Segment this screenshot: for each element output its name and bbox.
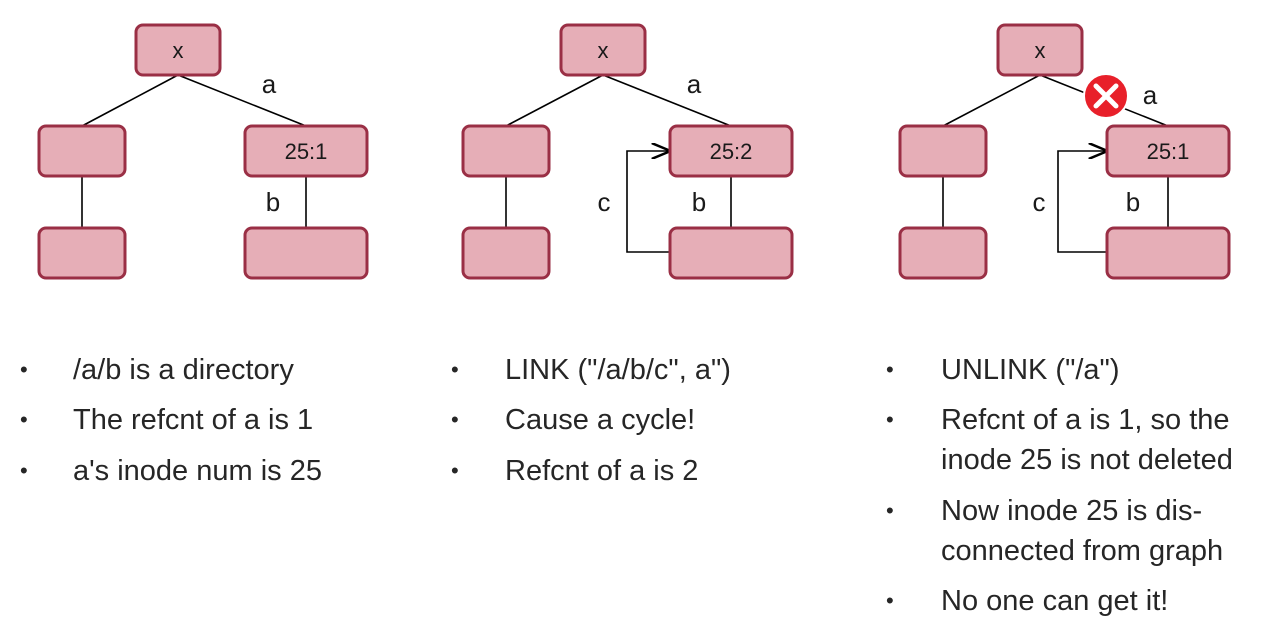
node-a-label: 25:2	[710, 139, 753, 164]
bullet-item: Refcnt of a is 2	[505, 455, 699, 487]
edge-b-label: b	[692, 187, 706, 217]
node-b	[243, 226, 369, 280]
edge-c-cycle-arrow	[1057, 151, 1107, 253]
node-b	[668, 226, 794, 280]
edge-b-label: b	[1126, 187, 1140, 217]
bullet-marker: •	[20, 407, 28, 432]
node-left	[898, 124, 988, 178]
edge-a-label: a	[1143, 80, 1158, 110]
bullet-marker: •	[886, 588, 894, 613]
red-x-circle-icon	[1083, 73, 1129, 119]
node-a	[668, 124, 794, 178]
node-x	[559, 23, 647, 77]
panel-2-tree: x 25:2 a b c	[461, 23, 794, 280]
edge-a-label: a	[262, 69, 277, 99]
bullet-marker: •	[20, 458, 28, 483]
diagram-canvas: x 25:1 a b x 25:2 a b c x 25:1 a	[37, 23, 1231, 280]
edge-a	[602, 74, 732, 127]
node-left-child	[898, 226, 988, 280]
node-x-label: x	[173, 38, 184, 63]
node-x-label: x	[1035, 38, 1046, 63]
bullet-item: LINK ("/a/b/c", a")	[505, 354, 731, 386]
node-left-child	[37, 226, 127, 280]
node-a	[243, 124, 369, 178]
bullet-item: Refcnt of a is 1, so the inode 25 is not…	[941, 404, 1233, 476]
edge-root-left	[81, 74, 179, 127]
edge-c-cycle-arrow	[626, 151, 670, 253]
node-x-label: x	[598, 38, 609, 63]
bullet-item: /a/b is a directory	[73, 354, 294, 386]
panel-3-tree: x 25:1 a b c	[898, 23, 1231, 280]
bullet-item: The refcnt of a is 1	[73, 404, 314, 436]
bullet-item: No one can get it!	[941, 585, 1169, 617]
node-a-label: 25:1	[1147, 139, 1190, 164]
node-left-child	[461, 226, 551, 280]
edge-c-label: c	[1033, 187, 1046, 217]
node-b	[1105, 226, 1231, 280]
bullet-marker: •	[451, 357, 459, 382]
edge-a-label: a	[687, 69, 702, 99]
bullet-item: Cause a cycle!	[505, 404, 696, 436]
edge-a	[177, 74, 307, 127]
bullet-marker: •	[20, 357, 28, 382]
node-left	[37, 124, 127, 178]
node-left	[461, 124, 551, 178]
node-a-label: 25:1	[285, 139, 328, 164]
bullet-marker: •	[886, 357, 894, 382]
bullet-item: a's inode num is 25	[73, 455, 322, 487]
bullet-marker: •	[886, 407, 894, 432]
node-a	[1105, 124, 1231, 178]
panel-1-tree: x 25:1 a b	[37, 23, 369, 280]
bullet-marker: •	[451, 458, 459, 483]
edge-root-left	[505, 74, 604, 127]
edge-b-label: b	[266, 187, 280, 217]
bullet-marker: •	[886, 498, 894, 523]
bullet-marker: •	[451, 407, 459, 432]
bullet-item: Now inode 25 is dis- connected from grap…	[941, 495, 1224, 567]
bullet-item: UNLINK ("/a")	[941, 354, 1120, 386]
node-x	[996, 23, 1084, 77]
edge-root-left	[942, 74, 1041, 127]
node-x	[134, 23, 222, 77]
edge-c-label: c	[598, 187, 611, 217]
